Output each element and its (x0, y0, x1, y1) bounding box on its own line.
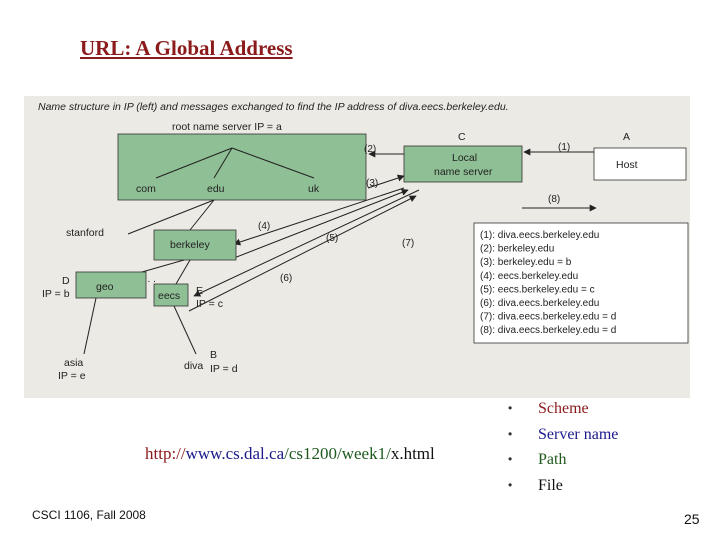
message-legend-box (473, 222, 689, 344)
figure-caption: Name structure in IP (left) and messages… (38, 101, 509, 113)
domain-geo: geo (96, 281, 114, 293)
geo-box (75, 271, 147, 299)
msg-7: (7) (402, 238, 414, 249)
node-d-label: D (62, 275, 70, 287)
node-diva-ip: IP = d (210, 363, 238, 375)
tld-edu: edu (207, 183, 225, 195)
tree-edge-edu-berkeley (189, 199, 215, 231)
msg-8: (8) (548, 194, 560, 205)
bullet-marker: • (508, 477, 513, 492)
url-part-label: Path (538, 451, 567, 468)
eecs-box (153, 283, 189, 307)
berkeley-box (153, 229, 237, 261)
host-box (593, 147, 687, 181)
msg-4: (4) (258, 221, 270, 232)
msg-3: (3) (366, 178, 378, 189)
node-c-label: C (458, 131, 466, 143)
legend-line: (7): diva.eecs.berkeley.edu = d (480, 312, 616, 323)
domain-stanford: stanford (66, 227, 104, 239)
arrow-6 (193, 189, 420, 297)
url-path: /cs1200/week1/ (284, 444, 391, 463)
tree-edge-berkeley-eecs (175, 259, 191, 285)
bullet-marker: • (508, 452, 513, 466)
host-diva: diva (184, 360, 203, 372)
example-url: http://www.cs.dal.ca/cs1200/week1/x.html (145, 444, 435, 464)
domain-berkeley: berkeley (170, 239, 210, 251)
tree-edge-root-com (155, 147, 233, 179)
root-name-server-box (117, 133, 367, 201)
url-part-label: File (538, 476, 563, 494)
page-number: 25 (684, 511, 700, 527)
root-name-server-label: root name server IP = a (172, 121, 282, 133)
local-name-server-line1: Local (452, 152, 477, 164)
local-name-server-line2: name server (434, 166, 493, 178)
arrow-3 (367, 174, 405, 189)
msg-2: (2) (364, 144, 376, 155)
url-file: x.html (390, 444, 435, 463)
tree-edge-root-edu (213, 147, 233, 179)
bullet-marker: • (508, 426, 513, 441)
msg-1: (1) (558, 142, 570, 153)
tree-edge-geo-asia (83, 297, 97, 355)
url-part-label: Scheme (538, 400, 589, 417)
ellipsis: . . . (142, 274, 156, 285)
legend-line: (6): diva.eecs.berkeley.edu (480, 298, 599, 309)
tld-com: com (136, 183, 156, 195)
legend-line: (1): diva.eecs.berkeley.edu (480, 230, 599, 241)
bullet-marker: • (508, 401, 513, 415)
arrow-7 (188, 195, 417, 312)
legend-line: (5): eecs.berkeley.edu = c (480, 284, 595, 295)
node-d-ip: IP = b (42, 288, 70, 300)
dns-diagram: Name structure in IP (left) and messages… (24, 96, 690, 398)
legend-line: (8): diva.eecs.berkeley.edu = d (480, 325, 616, 336)
url-server: www.cs.dal.ca (185, 444, 285, 463)
domain-eecs: eecs (158, 290, 180, 302)
node-b-label: B (210, 349, 217, 361)
domain-asia: asia (64, 357, 83, 369)
host-label: Host (616, 159, 638, 171)
slide-footer: CSCI 1106, Fall 2008 (32, 508, 146, 522)
node-e-ip: IP = c (196, 298, 223, 310)
arrow-4 (233, 187, 405, 246)
node-asia-ip: IP = e (58, 370, 86, 382)
node-a-label: A (623, 131, 630, 143)
tld-uk: uk (308, 183, 320, 195)
url-part-label: Server name (538, 425, 619, 443)
arrow-5 (233, 189, 409, 259)
legend-line: (3): berkeley.edu = b (480, 257, 572, 268)
msg-6: (6) (280, 273, 292, 284)
legend-line: (4): eecs.berkeley.edu (480, 271, 578, 282)
node-e-label: E (196, 285, 203, 297)
url-scheme: http:// (145, 444, 186, 463)
local-name-server-box (403, 145, 523, 183)
slide-title: URL: A Global Address (80, 36, 293, 60)
tree-edge-edu-stanford (127, 199, 215, 235)
legend-line: (2): berkeley.edu (480, 244, 554, 255)
tree-edge-root-uk (231, 147, 315, 179)
tree-edge-eecs-diva (173, 305, 197, 355)
